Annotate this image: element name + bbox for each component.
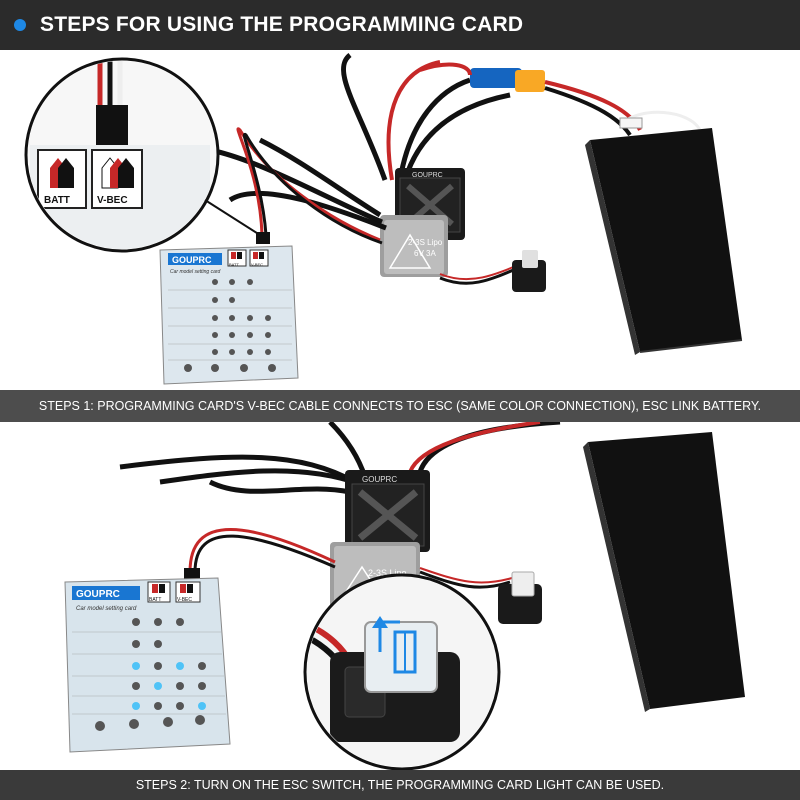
svg-text:Car model setting card: Car model setting card: [76, 606, 137, 612]
battery-pack: [583, 432, 745, 712]
power-switch-icon: [512, 250, 546, 292]
step2-illustration: GOUPRC 2-3S Lipo GOUPRC BATT: [64, 422, 745, 770]
page-title: STEPS FOR USING THE PROGRAMMING CARD: [40, 13, 524, 36]
svg-text:BATT: BATT: [229, 262, 239, 267]
svg-text:BATT: BATT: [149, 597, 161, 603]
step2-photo: GOUPRC 2-3S Lipo GOUPRC BATT: [0, 422, 800, 770]
step2-caption: STEPS 2: TURN ON THE ESC SWITCH, THE PRO…: [0, 770, 800, 800]
esc-unit: GOUPRC 2-3S Lipo 6V 3A: [380, 168, 465, 277]
zoom-inset-switch: [303, 573, 501, 770]
arrow-up-icon: [372, 616, 400, 652]
svg-text:GOUPRC: GOUPRC: [172, 255, 212, 265]
svg-text:V-BEC: V-BEC: [97, 195, 128, 206]
step1-photo: GOUPRC 2-3S Lipo 6V 3A GOUPRC: [0, 50, 800, 390]
page-header: STEPS FOR USING THE PROGRAMMING CARD: [0, 0, 800, 50]
zoom-inset-connector: BATT V-BEC: [24, 57, 220, 253]
svg-text:GOUPRC: GOUPRC: [76, 589, 120, 600]
step1-illustration: GOUPRC 2-3S Lipo 6V 3A GOUPRC: [24, 53, 743, 385]
svg-text:GOUPRC: GOUPRC: [412, 172, 443, 179]
battery-pack: [585, 128, 743, 355]
svg-text:Car model setting card: Car model setting card: [170, 269, 221, 275]
svg-text:6V 3A: 6V 3A: [414, 249, 436, 258]
svg-text:2-3S Lipo: 2-3S Lipo: [408, 238, 443, 247]
step1-caption: STEPS 1: PROGRAMMING CARD'S V-BEC CABLE …: [0, 390, 800, 422]
svg-text:BATT: BATT: [44, 195, 70, 206]
svg-text:GOUPRC: GOUPRC: [362, 475, 397, 484]
connector-plug: [470, 68, 522, 88]
programming-card: GOUPRC BATT V-BEC Car model setting card: [64, 577, 231, 753]
svg-text:2-3S Lipo: 2-3S Lipo: [368, 568, 407, 578]
svg-text:V-BEC: V-BEC: [251, 262, 263, 267]
programming-card: GOUPRC BATT V-BEC Car model setting card: [159, 245, 299, 385]
bullet-dot-icon: [14, 19, 26, 31]
power-switch-icon: [498, 571, 542, 624]
svg-text:V-BEC: V-BEC: [177, 597, 192, 603]
